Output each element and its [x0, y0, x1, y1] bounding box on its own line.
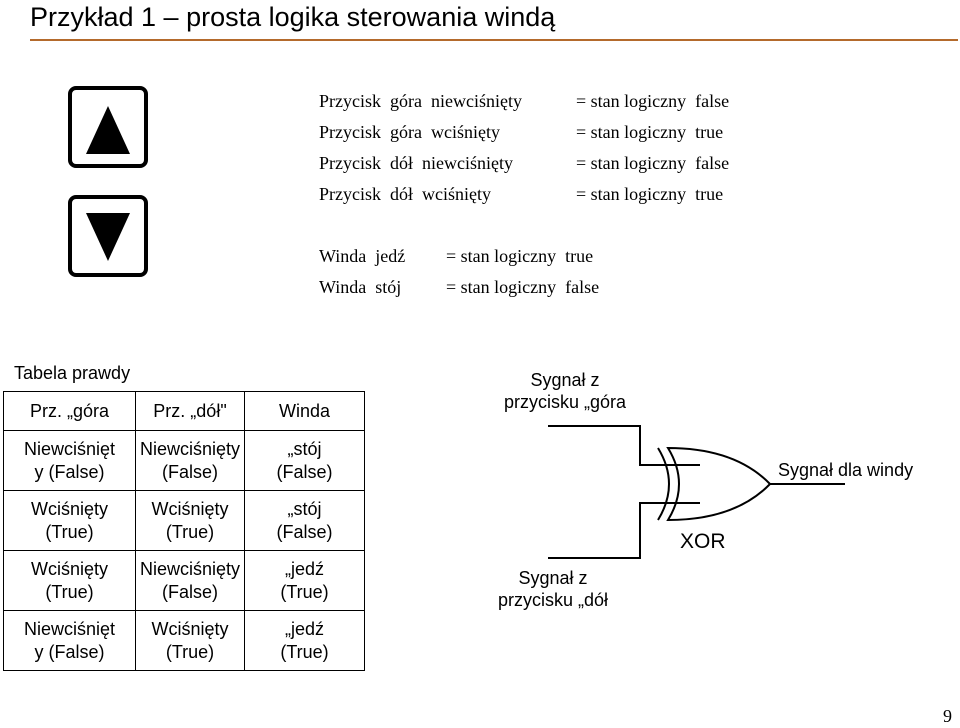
down-arrow-icon — [86, 213, 130, 261]
definition-row: Winda jedź= stan logiczny true — [319, 246, 594, 266]
elevator-up-button[interactable] — [68, 86, 148, 168]
column-header: Winda — [244, 391, 365, 431]
definition-row: Przycisk dół niewciśnięty= stan logiczny… — [319, 153, 730, 173]
table-cell: Wciśnięty(True) — [3, 550, 136, 611]
table-cell: „stój(False) — [244, 490, 365, 551]
column-header: Prz. „góra — [3, 391, 136, 431]
table-cell: „stój(False) — [244, 430, 365, 491]
table-cell: Wciśnięty(True) — [3, 490, 136, 551]
elevator-state-definitions: Winda jedź= stan logiczny true Winda stó… — [319, 241, 599, 303]
table-cell: Wciśnięty(True) — [135, 490, 245, 551]
page-number: 9 — [943, 706, 952, 726]
truth-table-title: Tabela prawdy — [14, 363, 131, 383]
button-state-definitions: Przycisk góra niewciśnięty= stan logiczn… — [319, 86, 729, 210]
definition-row: Przycisk góra wciśnięty= stan logiczny t… — [319, 122, 724, 142]
slide-title: Przykład 1 – prosta logika sterowania wi… — [30, 2, 556, 32]
table-cell: „jedź(True) — [244, 610, 365, 671]
output-label: Sygnał dla windy — [778, 460, 914, 480]
gate-label: XOR — [680, 530, 726, 553]
title-divider — [30, 39, 958, 41]
table-row: Wciśnięty(True) Wciśnięty(True) „stój(Fa… — [3, 490, 365, 551]
definition-row: Przycisk góra niewciśnięty= stan logiczn… — [319, 91, 730, 111]
table-cell: Wciśnięty(True) — [135, 610, 245, 671]
table-header-row: Prz. „góra Prz. „dół" Winda — [3, 391, 365, 431]
bottom-input-wire — [548, 502, 700, 559]
elevator-down-button[interactable] — [68, 195, 148, 277]
up-arrow-icon — [86, 106, 130, 154]
xor-gate-body — [666, 446, 772, 522]
top-input-wire — [548, 425, 700, 466]
xor-input-arc — [657, 447, 670, 521]
definition-row: Przycisk dół wciśnięty= stan logiczny tr… — [319, 184, 724, 204]
column-header: Prz. „dół" — [135, 391, 245, 431]
definition-row: Winda stój= stan logiczny false — [319, 277, 600, 297]
